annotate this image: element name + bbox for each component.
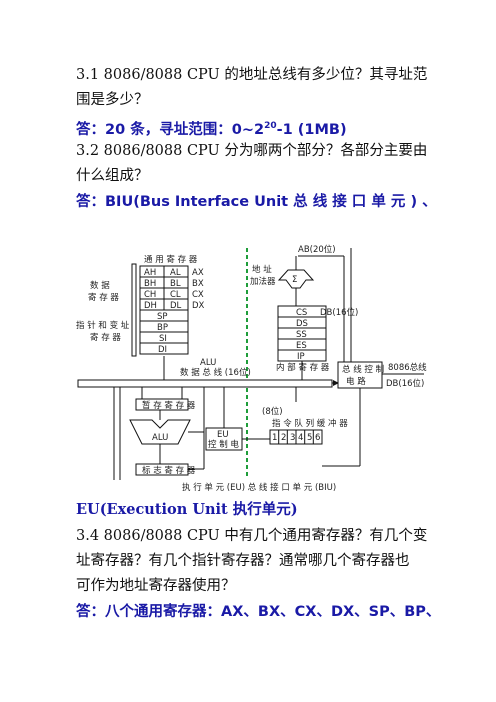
- pointer-index-regs: SP BP SI DI: [139, 309, 189, 355]
- answer-label: 答：: [76, 604, 105, 620]
- reg-bp: BP: [157, 323, 168, 333]
- flag-reg-label: 标 志 寄 存 器: [142, 465, 196, 476]
- reg-di: DI: [158, 345, 167, 355]
- queue-cell-4: 4: [298, 433, 303, 443]
- queue-label-2: 指 令 队 列 缓 冲 器: [272, 418, 348, 429]
- answer-3-2-eu: EU(Execution Unit 执行单元): [76, 501, 298, 518]
- reg-ss: SS: [296, 330, 307, 340]
- eu-ctrl-label-1: EU: [217, 430, 229, 440]
- question-3-1-line2: 围是多少？: [76, 92, 149, 108]
- gpr-grid: AH AL AX BH BL BX CH CL CX DH DL DX: [139, 265, 205, 311]
- queue-cell-6: 6: [315, 433, 320, 443]
- queue-label-1: (8位): [262, 406, 283, 417]
- question-3-4-line2: 址寄存器？有几个指针寄存器？通常哪几个寄存器也: [76, 553, 410, 569]
- answer-3-1: 答：20 条，寻址范围：0~220-1 (1MB): [76, 117, 347, 139]
- reg-bx: BX: [192, 279, 204, 289]
- answer-text: 八个通用寄存器：AX、BX、CX、DX、SP、BP、: [105, 604, 441, 620]
- reg-dh: DH: [144, 301, 157, 311]
- gpr-title: 通 用 寄 存 器: [144, 254, 198, 265]
- answer-text: 20 条，寻址范围：0~2: [105, 122, 265, 138]
- answer-3-4: 答：八个通用寄存器：AX、BX、CX、DX、SP、BP、: [76, 603, 440, 621]
- eu-biu-caption: 执 行 单 元 (EU) 总 线 接 口 单 元 (BIU): [182, 482, 336, 493]
- reg-si: SI: [159, 334, 167, 344]
- answer-text: BIU(Bus Interface Unit 总 线 接 口 单 元 ) 、: [105, 194, 437, 210]
- bus-8086-label: 8086总线: [388, 362, 427, 373]
- question-3-2-line1: 3.2 8086/8088 CPU 分为哪两个部分？各部分主要由: [76, 143, 428, 159]
- addr-adder-label-1: 地 址: [252, 264, 272, 275]
- reg-dx: DX: [192, 301, 205, 311]
- reg-bl: BL: [170, 279, 181, 289]
- question-3-1-line1: 3.1 8086/8088 CPU 的地址总线有多少位？其寻址范: [76, 67, 428, 83]
- reg-cx: CX: [192, 290, 204, 300]
- alu-bus-label-1: ALU: [200, 358, 216, 368]
- reg-sp: SP: [157, 312, 168, 322]
- instruction-queue: 1 2 3 4 5 6: [269, 429, 323, 445]
- eu-ctrl-label-2: 控 制 电: [208, 439, 239, 450]
- alu-bus-label-2: 数 据 总 线 (16位): [180, 367, 251, 378]
- reg-ch: CH: [144, 290, 156, 300]
- address-adder: [277, 269, 315, 289]
- alu-label: ALU: [152, 433, 168, 443]
- ptr-reg-label-1: 指 针 和 变 址: [76, 320, 130, 331]
- segment-registers: CS DS SS ES IP: [277, 305, 327, 362]
- reg-cs: CS: [296, 308, 307, 318]
- alu-unit: [129, 419, 191, 445]
- internal-data-bus: [77, 379, 333, 388]
- queue-cell-3: 3: [290, 433, 295, 443]
- queue-cell-5: 5: [307, 433, 312, 443]
- inner-reg-label: 内 部 寄 存 器: [276, 362, 330, 373]
- reg-dl: DL: [170, 301, 182, 311]
- db16-outer-label: DB(16位): [386, 378, 424, 389]
- ab-label: AB(20位): [298, 244, 336, 255]
- sum-symbol: Σ: [292, 275, 297, 285]
- answer-exponent: 20: [264, 121, 277, 131]
- bus-ctrl-label-1: 总 线 控 制: [342, 364, 384, 375]
- question-3-4-line1: 3.4 8086/8088 CPU 中有几个通用寄存器？有几个变: [76, 528, 428, 544]
- reg-ax: AX: [192, 268, 204, 278]
- reg-ds: DS: [296, 319, 308, 329]
- answer-3-2: 答：BIU(Bus Interface Unit 总 线 接 口 单 元 ) 、: [76, 193, 437, 211]
- data-reg-label-1: 数 据: [90, 280, 110, 291]
- cpu-block-diagram: 通 用 寄 存 器 数 据 寄 存 器 指 针 和 变 址 寄 存 器 AH A…: [72, 244, 432, 500]
- reg-ah: AH: [144, 268, 156, 278]
- answer-label: 答：: [76, 122, 105, 138]
- bus-ctrl-label-2: 电 路: [346, 376, 366, 387]
- reg-es: ES: [296, 341, 307, 351]
- ptr-reg-label-2: 寄 存 器: [90, 332, 121, 343]
- reg-cl: CL: [170, 290, 181, 300]
- db16-inner-label: DB(16位): [320, 307, 358, 318]
- reg-ip: IP: [297, 352, 305, 362]
- queue-cell-2: 2: [281, 433, 286, 443]
- temp-reg-label: 暂 存 寄 存 器: [142, 400, 196, 411]
- answer-label: 答：: [76, 194, 105, 210]
- question-3-4-line3: 可作为地址寄存器使用？: [76, 578, 236, 594]
- reg-bh: BH: [144, 279, 156, 289]
- addr-adder-label-2: 加法器: [250, 276, 276, 287]
- temp-register: [135, 398, 189, 411]
- queue-cell-1: 1: [272, 433, 277, 443]
- bus-control-circuit: [337, 361, 383, 389]
- answer-text-tail: -1 (1MB): [276, 122, 347, 138]
- reg-al: AL: [170, 268, 181, 278]
- data-reg-label-2: 寄 存 器: [88, 292, 119, 303]
- question-3-2-line2: 什么组成？: [76, 168, 149, 184]
